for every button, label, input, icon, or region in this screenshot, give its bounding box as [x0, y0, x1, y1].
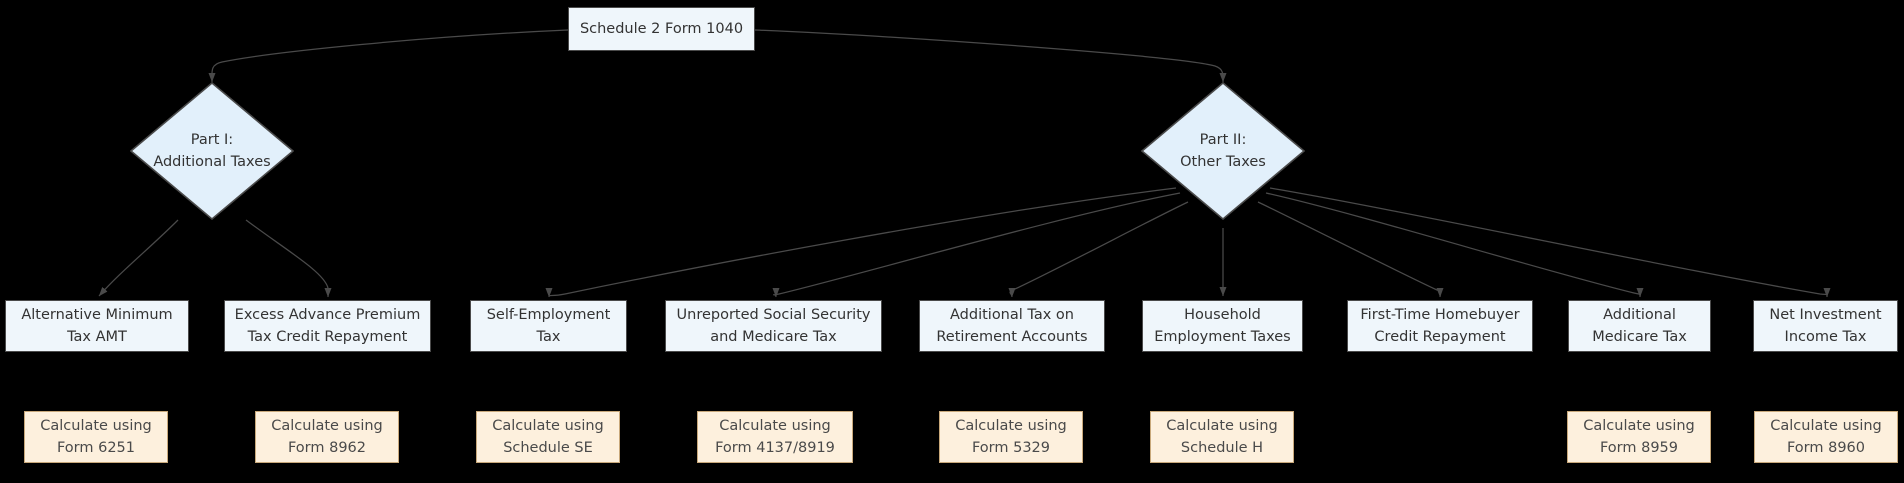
node-label-line2: Form 8960: [1786, 440, 1866, 456]
node-label-line1: Net Investment: [1769, 306, 1882, 323]
node-label-line1: Calculate using: [492, 417, 604, 434]
node-label-line2: Retirement Accounts: [936, 329, 1088, 345]
node-label-line1: First-Time Homebuyer: [1360, 306, 1520, 323]
edge-part2-to-item4: [1008, 201, 1189, 298]
node-calculate-form-8960[interactable]: Calculate using Form 8960: [1754, 411, 1898, 463]
node-household-employment-taxes[interactable]: Household Employment Taxes: [1142, 300, 1303, 352]
edge-part1-to-item0: [98, 219, 179, 297]
diamond-shape-icon: [1141, 82, 1305, 220]
node-label-line2: Tax AMT: [67, 329, 127, 345]
node-additional-tax-on-retirement-accounts[interactable]: Additional Tax on Retirement Accounts: [919, 300, 1105, 352]
edge-part2-to-item3: [772, 192, 1181, 298]
node-label-line2: Form 6251: [56, 440, 136, 456]
node-label-line2: Schedule H: [1180, 440, 1264, 456]
node-label-line2: Schedule SE: [503, 440, 593, 456]
node-calculate-schedule-h[interactable]: Calculate using Schedule H: [1150, 411, 1294, 463]
node-label-line1: Calculate using: [1166, 417, 1278, 434]
node-part-1[interactable]: Part I: Additional Taxes: [130, 82, 294, 220]
node-excess-advance-premium-tax-credit-repayment[interactable]: Excess Advance Premium Tax Credit Repaym…: [224, 300, 431, 352]
node-calculate-form-5329[interactable]: Calculate using Form 5329: [939, 411, 1083, 463]
node-calculate-form-8962[interactable]: Calculate using Form 8962: [255, 411, 399, 463]
node-part-2[interactable]: Part II: Other Taxes: [1141, 82, 1305, 220]
node-label-line2: Form 4137/8919: [715, 440, 835, 456]
node-label-line2: and Medicare Tax: [710, 329, 837, 345]
node-label-line1: Self-Employment: [486, 306, 611, 323]
node-label-line2: Tax Credit Repayment: [247, 329, 408, 345]
node-label-line1: Unreported Social Security: [676, 306, 871, 323]
node-label-line2: Employment Taxes: [1154, 329, 1291, 345]
node-self-employment-tax[interactable]: Self-Employment Tax: [470, 300, 627, 352]
node-label-line1: Alternative Minimum: [21, 306, 173, 323]
node-label: Schedule 2 Form 1040: [579, 20, 744, 37]
node-label-line1: Excess Advance Premium: [234, 306, 421, 323]
edge-part2-to-item7: [1265, 192, 1644, 298]
node-label-line1: Calculate using: [1770, 417, 1882, 434]
edge-root-to-part2: [754, 29, 1227, 83]
edge-part2-to-item2: [545, 187, 1177, 298]
node-label-line1: Calculate using: [40, 417, 152, 434]
node-calculate-schedule-se[interactable]: Calculate using Schedule SE: [476, 411, 620, 463]
node-label-line1: Calculate using: [271, 417, 383, 434]
node-label-line1: Household: [1184, 306, 1261, 323]
node-alternative-minimum-tax[interactable]: Alternative Minimum Tax AMT: [5, 300, 189, 352]
node-schedule-2-form-1040[interactable]: Schedule 2 Form 1040: [568, 7, 755, 51]
node-label-line1: Calculate using: [719, 417, 831, 434]
edge-root-to-part1: [208, 29, 569, 83]
node-label-line1: Additional: [1603, 306, 1676, 323]
node-label-line2: Income Tax: [1784, 329, 1867, 345]
node-label-line2: Form 8962: [287, 440, 367, 456]
node-label-line1: Calculate using: [1583, 417, 1695, 434]
node-label-line2: Tax: [536, 329, 561, 345]
node-label-line2: Medicare Tax: [1592, 329, 1687, 345]
diamond-shape-icon: [130, 82, 294, 220]
node-net-investment-income-tax[interactable]: Net Investment Income Tax: [1753, 300, 1898, 352]
node-label-line1: Additional Tax on: [950, 306, 1074, 323]
edge-part2-to-item8: [1269, 187, 1831, 298]
node-unreported-social-security-and-medicare-tax[interactable]: Unreported Social Security and Medicare …: [665, 300, 882, 352]
node-first-time-homebuyer-credit-repayment[interactable]: First-Time Homebuyer Credit Repayment: [1347, 300, 1533, 352]
node-label-line2: Credit Repayment: [1374, 329, 1506, 345]
node-calculate-form-4137-8919[interactable]: Calculate using Form 4137/8919: [697, 411, 853, 463]
node-calculate-form-6251[interactable]: Calculate using Form 6251: [24, 411, 168, 463]
edge-part1-to-item1: [245, 219, 332, 298]
node-additional-medicare-tax[interactable]: Additional Medicare Tax: [1568, 300, 1711, 352]
node-calculate-form-8959[interactable]: Calculate using Form 8959: [1567, 411, 1711, 463]
node-label-line2: Form 5329: [971, 440, 1051, 456]
node-label-line2: Form 8959: [1599, 440, 1679, 456]
node-label-line1: Calculate using: [955, 417, 1067, 434]
edge-part2-to-item6: [1257, 201, 1444, 298]
